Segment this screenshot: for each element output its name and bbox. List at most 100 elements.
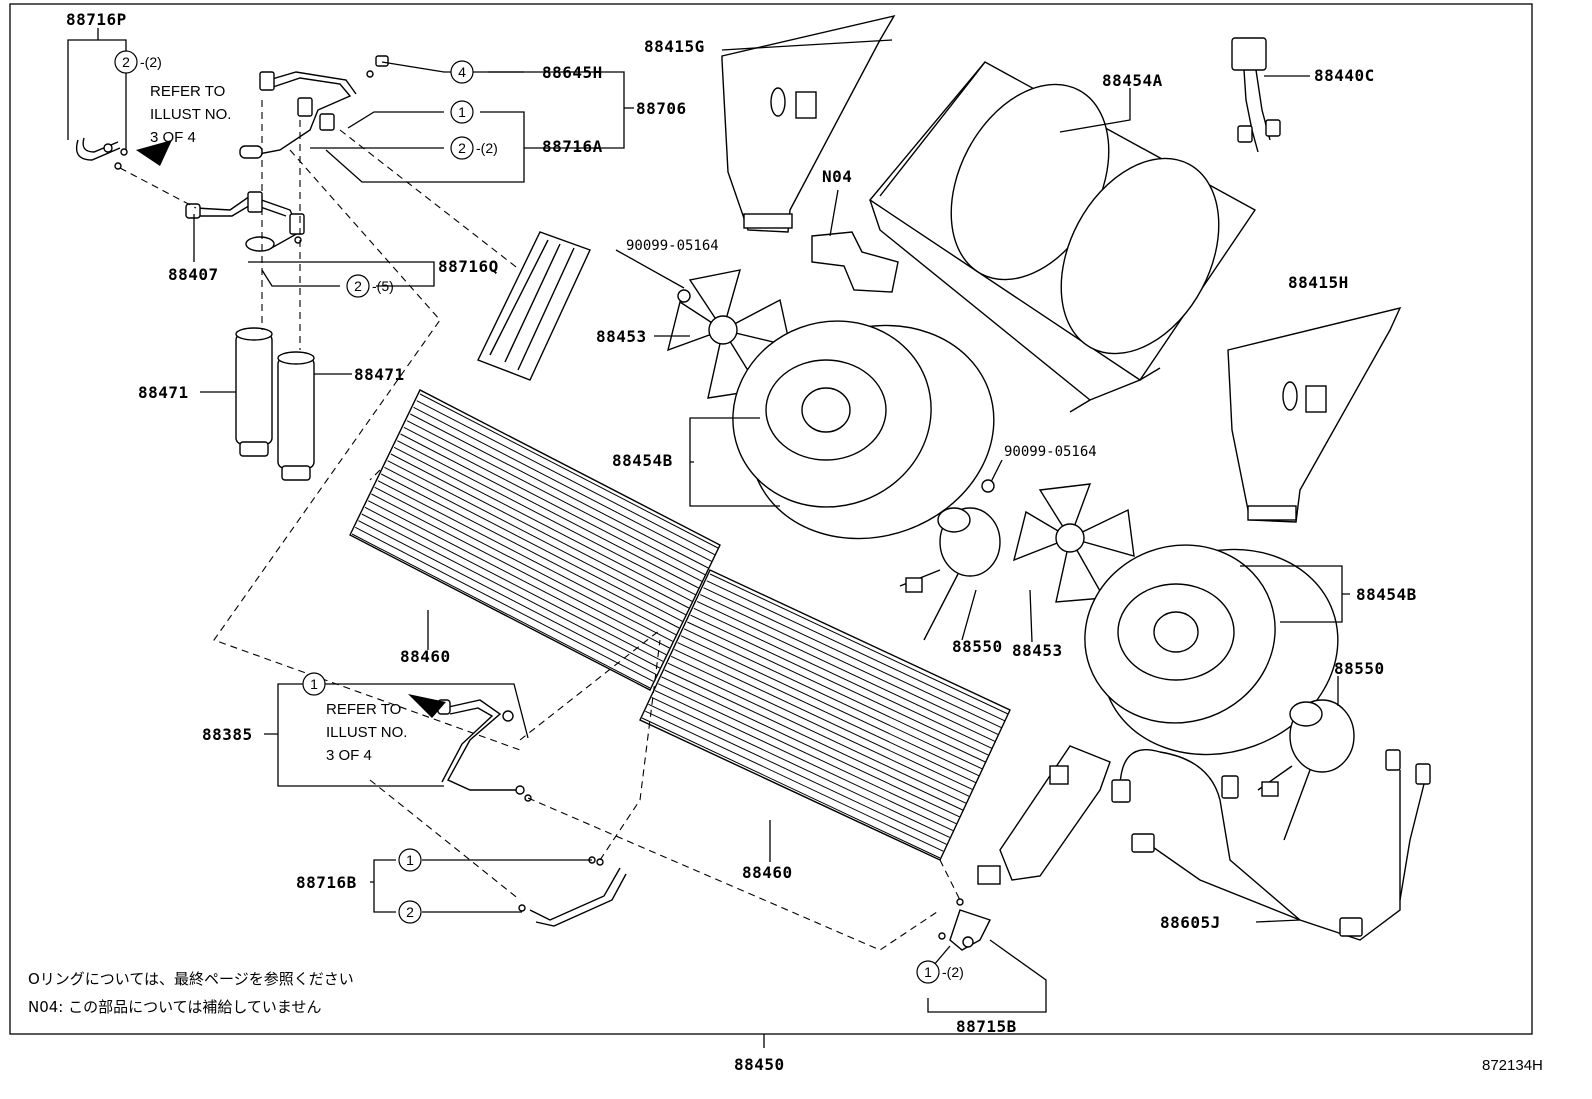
fan-blade-88453-right	[1012, 483, 1135, 603]
circled-number: 2	[450, 136, 474, 160]
note-n04: N04: この部品については補給していません	[28, 998, 321, 1016]
part-number-88460-upper: 88460	[400, 647, 451, 666]
guide-lines-bottom	[369, 629, 961, 951]
condenser-tube	[709, 573, 1009, 715]
circled-number: 2	[346, 274, 370, 298]
circled-number: 1	[398, 848, 422, 872]
bracket-88415G	[721, 14, 896, 233]
circled-number: 2	[398, 900, 422, 924]
motor-88550-left	[899, 507, 1001, 641]
receiver-88471-right	[277, 351, 315, 481]
condenser-tube	[641, 717, 941, 859]
part-number-88460-lower: 88460	[742, 863, 793, 882]
receiver-88471-left	[235, 327, 273, 457]
condenser-tube	[364, 506, 664, 662]
circle-label: 4	[458, 64, 466, 80]
condenser-tube	[674, 648, 973, 790]
circled-number: 2	[114, 50, 138, 74]
refer-note-line: 3 OF 4	[326, 747, 372, 764]
fitting-88715B	[938, 898, 991, 951]
condenser-tube	[648, 703, 947, 845]
part-number-88550-left: 88550	[952, 637, 1003, 656]
condenser-tube	[657, 683, 957, 825]
part-number-88715B: 88715B	[956, 1017, 1017, 1036]
condenser-tube	[683, 628, 983, 770]
condenser-tube	[397, 440, 696, 596]
condenser-tube	[677, 642, 976, 784]
condenser-tube	[390, 453, 690, 609]
part-number-88550-right: 88550	[1334, 659, 1385, 678]
circle-label: 2	[406, 904, 414, 920]
condenser-tube	[406, 420, 706, 576]
condenser-tube	[387, 460, 686, 616]
part-number-88706: 88706	[636, 99, 687, 118]
wire-harness-88605J	[1111, 749, 1431, 941]
condenser-tube	[670, 655, 970, 797]
refer-note-line: ILLUST NO.	[326, 724, 407, 741]
part-number-88450: 88450	[734, 1055, 785, 1074]
connector-88407	[185, 191, 305, 252]
part-number-88453-lower: 88453	[1012, 641, 1063, 660]
condenser-tube	[687, 621, 986, 763]
circle-label: 1	[406, 852, 414, 868]
condenser-tube	[413, 406, 712, 562]
part-number-90099-upper: 90099-05164	[626, 238, 719, 254]
condenser-88460-lower	[639, 569, 1011, 861]
part-number-88716Q: 88716Q	[438, 257, 499, 276]
part-number-88454A: 88454A	[1102, 71, 1163, 90]
circle-label: 2	[354, 278, 362, 294]
diagram-frame	[9, 3, 1533, 1035]
condenser-88460-upper	[349, 389, 721, 691]
condenser-tube	[403, 426, 703, 582]
circled-number: 4	[450, 60, 474, 84]
part-number-88415G: 88415G	[644, 37, 705, 56]
circle-label: 1	[924, 964, 932, 980]
part-number-88605J: 88605J	[1160, 913, 1221, 932]
condenser-tube	[693, 607, 993, 749]
fan-shroud-88454A	[868, 61, 1257, 413]
condenser-tube	[416, 400, 715, 556]
condenser-tube	[380, 473, 680, 629]
guide-lines-top-left	[119, 100, 521, 751]
circled-number: 1	[302, 672, 326, 696]
bracket-88415H	[1227, 306, 1402, 523]
part-number-90099-lower: 90099-05164	[1004, 444, 1097, 460]
harness-bracket	[977, 745, 1111, 885]
receiver-pipe-assembly	[239, 55, 389, 159]
quantity-label: -(2)	[476, 140, 498, 156]
relay-88440C	[1231, 37, 1281, 153]
fan-shroud-88454B-lower	[1084, 544, 1339, 756]
part-number-N04: N04	[822, 167, 852, 186]
quantity-label: -(2)	[140, 54, 162, 70]
fan-blade-88453-left	[667, 269, 791, 399]
part-number-88454B-upper: 88454B	[612, 451, 673, 470]
condenser-tube	[358, 520, 657, 676]
hose-fitting-88716P	[75, 137, 128, 170]
refer-note-line: ILLUST NO.	[150, 106, 231, 123]
condenser-tube	[351, 533, 651, 689]
arrow-top-left	[136, 140, 172, 166]
arrow-bottom	[408, 694, 446, 718]
condenser-tube	[384, 466, 683, 622]
part-number-88645H: 88645H	[542, 63, 603, 82]
condenser-tube	[651, 696, 950, 838]
condenser-tube	[371, 493, 670, 649]
condenser-tube	[355, 526, 654, 682]
circled-number: 1	[450, 100, 474, 124]
refer-note-line: REFER TO	[326, 701, 401, 718]
condenser-tube	[703, 587, 1002, 729]
part-number-88440C: 88440C	[1314, 66, 1375, 85]
condenser-tube	[661, 676, 960, 818]
condenser-tube	[393, 446, 693, 602]
condenser-tube	[664, 669, 963, 811]
condenser-tube	[654, 690, 954, 832]
condenser-tube	[377, 480, 677, 636]
illustration-number: 872134H	[1482, 1057, 1543, 1074]
pipe-88716B	[518, 856, 627, 927]
pipe-88385	[437, 699, 532, 802]
motor-88550-right	[1257, 699, 1355, 841]
condenser-tube	[410, 413, 709, 569]
part-N04	[811, 231, 899, 293]
callout-lines	[67, 28, 1350, 1048]
